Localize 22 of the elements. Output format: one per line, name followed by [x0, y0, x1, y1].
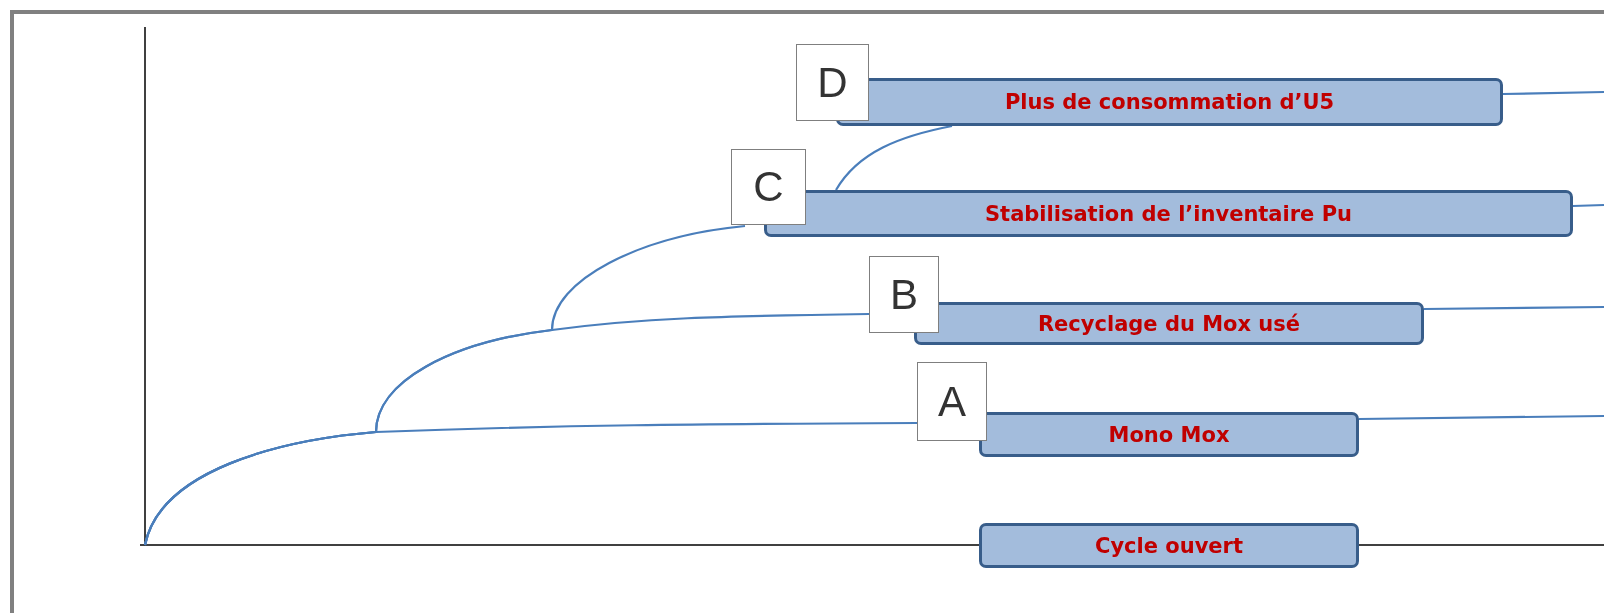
option-letter: B [890, 270, 918, 319]
connector-line [835, 124, 953, 191]
connector-line [1502, 90, 1604, 96]
option-label: Mono Mox [1108, 422, 1230, 447]
option-label: Stabilisation de l’inventaire Pu [985, 201, 1352, 226]
letter-box [731, 149, 806, 225]
letter-box [869, 256, 939, 333]
option-label: Cycle ouvert [1095, 533, 1243, 558]
letter-box [796, 44, 869, 121]
connector-line [1359, 414, 1604, 421]
connector-line [1424, 305, 1604, 311]
option-letter: A [938, 377, 966, 426]
option-box [979, 523, 1359, 568]
option-box [914, 302, 1424, 345]
option-label: Plus de consommation d’U5 [1004, 90, 1335, 114]
option-box [979, 412, 1359, 457]
option-letter: D [817, 58, 848, 107]
connector-line [143, 224, 746, 546]
option-letter: C [753, 163, 784, 211]
connector-line [1572, 203, 1604, 208]
option-label: Recyclage du Mox usé [1037, 311, 1301, 336]
letter-box [917, 362, 987, 441]
